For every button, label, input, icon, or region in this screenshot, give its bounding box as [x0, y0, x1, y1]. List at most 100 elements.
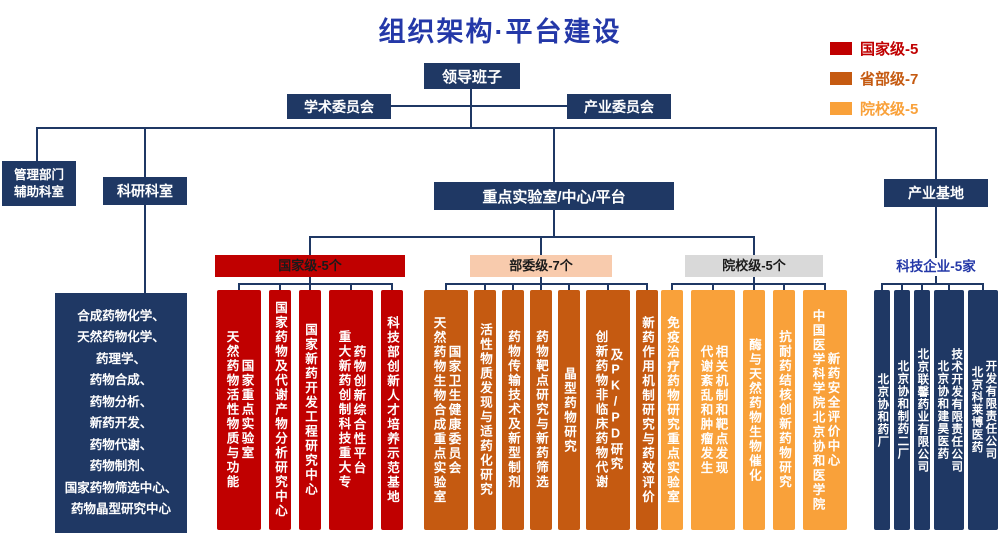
bar-group-ministry: 天然药物生物合成重点实验室国家卫生健康委员会活性物质发现与适药化研究药物传输技术… [418, 290, 664, 530]
org-bar-text: 中国医学科学院北京协和医学院 [810, 308, 825, 512]
org-bar-text: 科技部创新人才培养示范基地 [385, 315, 399, 505]
connector-line [947, 283, 950, 290]
node-industry-base: 产业基地 [884, 179, 988, 207]
org-bar: 国家新药开发工程研究中心 [299, 290, 321, 530]
org-bar-text: 开发有限责任公司 [984, 360, 997, 460]
page-title: 组织架构·平台建设 [378, 17, 622, 47]
org-bar-text: 药物靶点研究与新药筛选 [534, 330, 548, 490]
org-bar-text: 国家药物及代谢产物分析研究中心 [273, 301, 287, 519]
org-bar-text: 国家新药开发工程研究中心 [303, 323, 317, 497]
node-admin-support: 管理部门 辅助科室 [2, 161, 76, 206]
legend-label: 院校级-5 [860, 101, 919, 118]
org-bar-text: 药物创新综合性平台 [351, 344, 366, 476]
connector-line [540, 236, 542, 256]
connector-line [920, 283, 923, 290]
connector-line [239, 283, 392, 285]
connector-line [36, 127, 937, 129]
org-bar-text: 及PK/PD研究 [608, 348, 623, 472]
connector-line [36, 127, 38, 162]
connector-line [553, 209, 555, 237]
org-bar: 免疫治疗药物研究重点实验室 [661, 290, 683, 530]
org-bar: 北京协和制药二厂 [893, 290, 910, 530]
connector-line [391, 283, 393, 290]
org-bar: 活性物质发现与适药化研究 [474, 290, 496, 530]
legend: 国家级-5 省部级-7 院校级-5 [830, 38, 918, 128]
node-leadership: 领导班子 [424, 63, 520, 89]
node-key-labs: 重点实验室/中心/平台 [434, 182, 674, 210]
connector-line [350, 283, 352, 290]
org-bar-text: 重大新药创制科技重大专 [336, 330, 351, 490]
legend-item: 省部级-7 [830, 68, 918, 89]
org-bar-text: 北京联馨药业有限公司 [916, 347, 929, 473]
org-bar: 重大新药创制科技重大专药物创新综合性平台 [329, 290, 373, 530]
org-bar-text: 相关机制和靶点发现 [713, 344, 728, 476]
connector-line [470, 88, 472, 128]
org-bar: 北京协和药厂 [874, 290, 890, 530]
group-header-tech-enterprises: 科技企业-5家 [896, 259, 976, 274]
connector-line [783, 283, 785, 290]
connector-line [391, 105, 567, 107]
connector-line [935, 127, 937, 180]
org-bar-text: 酶与天然药物生物催化 [747, 337, 761, 483]
org-bar: 新药作用机制研究与药效评价 [636, 290, 658, 530]
connector-line [553, 127, 555, 183]
org-bar-text: 天然药物生物合成重点实验室 [431, 315, 446, 505]
org-bar-text: 国家重点实验室 [239, 359, 254, 461]
legend-label: 国家级-5 [860, 41, 919, 58]
connector-line [445, 283, 447, 290]
connector-line [309, 283, 311, 290]
connector-line [646, 283, 648, 290]
connector-line [935, 206, 937, 258]
connector-line [309, 236, 755, 238]
connector-line [540, 283, 542, 290]
connector-line [880, 283, 883, 290]
connector-line [512, 283, 514, 290]
connector-line [981, 283, 984, 290]
group-header-ministry: 部委级-7个 [470, 255, 612, 277]
org-bar: 创新药物非临床药物代谢及PK/PD研究 [586, 290, 630, 530]
org-bar-text: 活性物质发现与适药化研究 [478, 323, 492, 497]
group-header-national: 国家级-5个 [215, 255, 405, 277]
connector-line [671, 283, 673, 290]
connector-line [279, 283, 281, 290]
connector-line [144, 127, 146, 178]
org-bar: 酶与天然药物生物催化 [743, 290, 765, 530]
org-bar: 代谢紊乱和肿瘤发生相关机制和靶点发现 [691, 290, 735, 530]
bar-group-national: 天然药物活性物质与功能国家重点实验室 国家药物及代谢产物分析研究中心 国家新药开发工… [210, 290, 410, 530]
connector-line [935, 276, 937, 285]
connector-line [309, 277, 311, 285]
legend-label: 省部级-7 [860, 71, 919, 88]
node-research-office: 科研科室 [103, 177, 187, 205]
org-bar: 中国医学科学院北京协和医学院新药安全评价中心 [803, 290, 847, 530]
connector-line [484, 283, 486, 290]
org-bar: 晶型药物研究 [558, 290, 580, 530]
org-bar: 抗耐药结核创新药物研究 [773, 290, 795, 530]
connector-line [540, 277, 542, 285]
org-bar-text: 新药安全评价中心 [825, 352, 840, 468]
connector-line [446, 283, 647, 285]
connector-line [672, 283, 825, 285]
org-bar-text: 北京协和制药二厂 [896, 360, 909, 460]
connector-line [753, 283, 755, 290]
connector-line [309, 236, 311, 256]
legend-swatch [830, 42, 852, 55]
org-bar-text: 代谢紊乱和肿瘤发生 [698, 344, 713, 476]
org-bar: 药物靶点研究与新药筛选 [530, 290, 552, 530]
org-bar-text: 抗耐药结核创新药物研究 [777, 330, 791, 490]
connector-line [824, 283, 826, 290]
org-bar-text: 技术开发有限责任公司 [950, 347, 963, 473]
org-bar-text: 新药作用机制研究与药效评价 [640, 315, 654, 505]
org-bar-text: 北京科莱博医药 [970, 366, 983, 454]
org-bar: 国家药物及代谢产物分析研究中心 [269, 290, 291, 530]
org-bar: 北京协和建昊医药技术开发有限责任公司 [933, 290, 964, 530]
legend-swatch [830, 72, 852, 85]
connector-line [753, 236, 755, 256]
org-bar-text: 国家卫生健康委员会 [446, 344, 461, 476]
org-bar: 科技部创新人才培养示范基地 [381, 290, 403, 530]
org-bar-text: 晶型药物研究 [562, 366, 576, 454]
node-industry-committee: 产业委员会 [567, 94, 671, 119]
research-departments-list: 合成药物化学、 天然药物化学、 药理学、 药物合成、 药物分析、 新药开发、 药… [55, 293, 187, 533]
connector-line [238, 283, 240, 290]
org-bar-text: 天然药物活性物质与功能 [224, 330, 239, 490]
